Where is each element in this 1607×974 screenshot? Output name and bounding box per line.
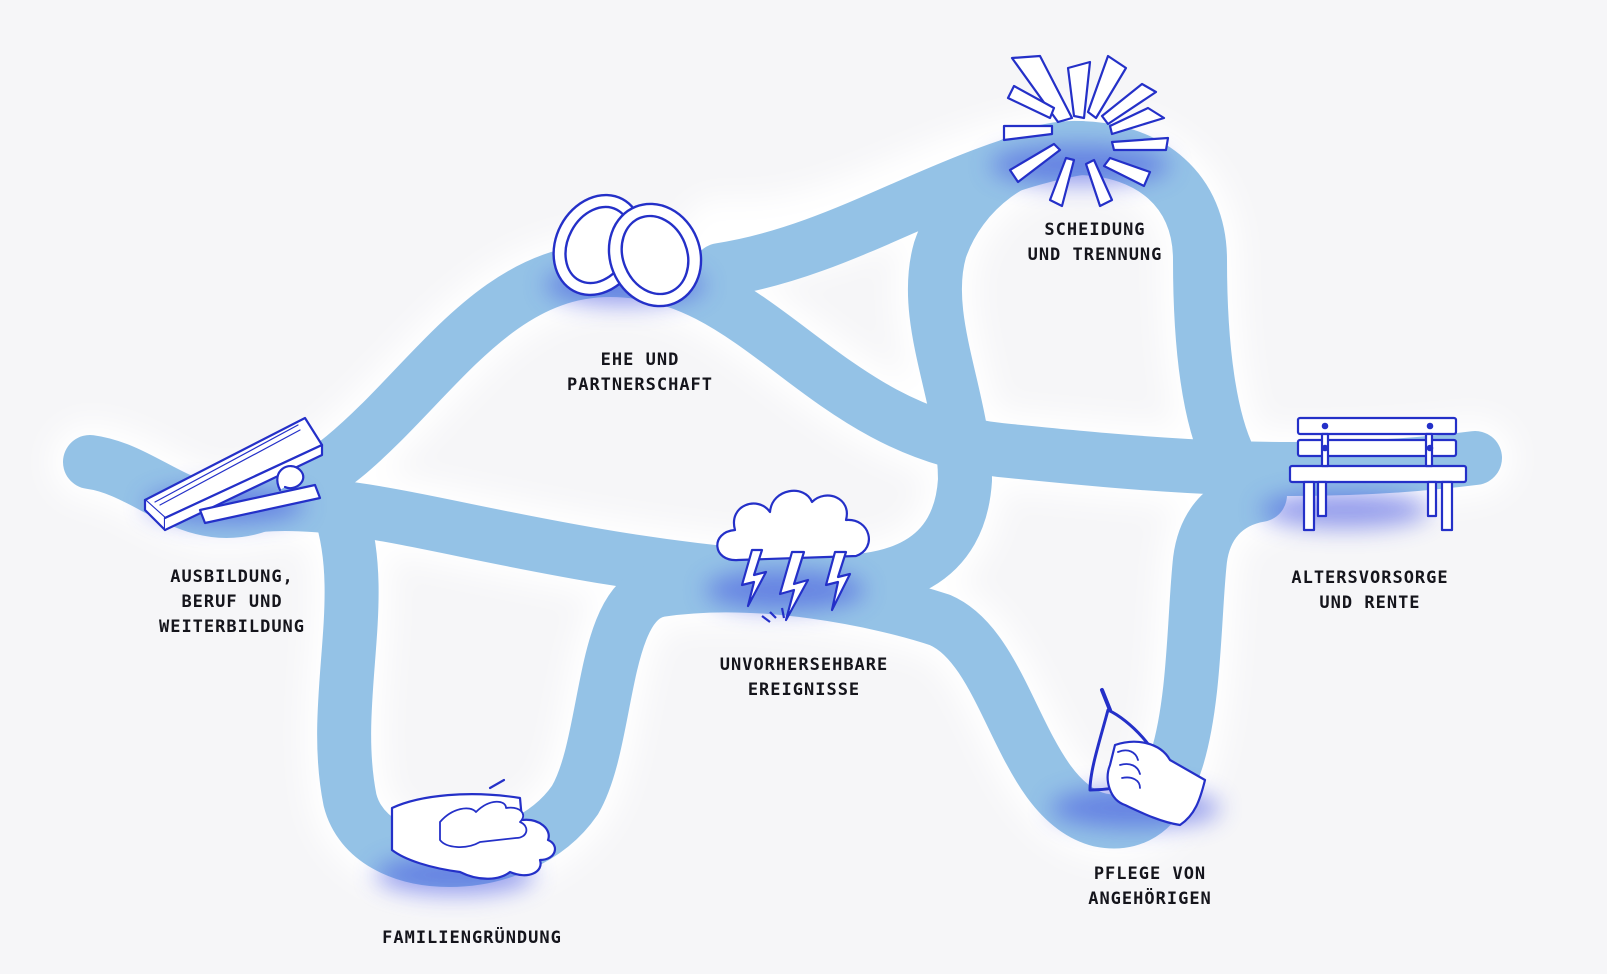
hand-holding-grab-handle-icon bbox=[1088, 688, 1207, 827]
label-familie: FAMILIENGRÜNDUNG bbox=[382, 928, 562, 948]
shattered-glass-icon bbox=[1002, 54, 1170, 208]
diving-board-icon bbox=[143, 416, 324, 532]
label-scheidung: SCHEIDUNG UND TRENNUNG bbox=[1027, 220, 1163, 265]
label-rente: ALTERSVORSORGE UND RENTE bbox=[1291, 568, 1449, 613]
storm-cloud-icon bbox=[716, 489, 870, 623]
label-ausbildung: AUSBILDUNG, BERUF UND WEITERBILDUNG bbox=[158, 567, 306, 637]
park-bench-icon bbox=[1288, 416, 1468, 532]
adult-and-child-hands-icon bbox=[390, 778, 557, 880]
wedding-rings-icon bbox=[552, 193, 703, 308]
label-ereignisse: UNVORHERSEHBARE EREIGNISSE bbox=[719, 655, 889, 700]
label-ehe: EHE UND PARTNERSCHAFT bbox=[566, 350, 714, 395]
label-pflege: PFLEGE VON ANGEHÖRIGEN bbox=[1088, 864, 1212, 909]
